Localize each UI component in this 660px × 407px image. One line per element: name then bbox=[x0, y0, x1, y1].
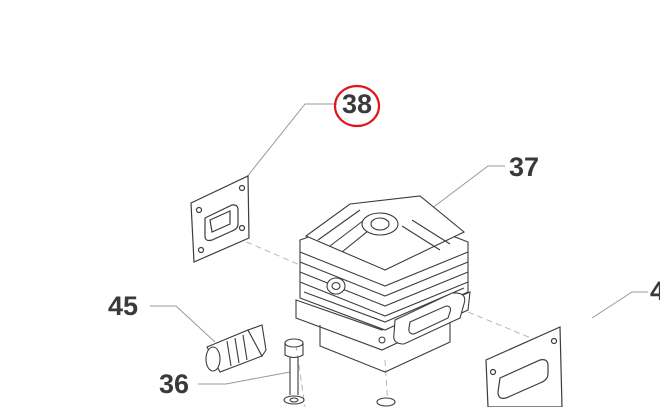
cylinder-37 bbox=[295, 195, 471, 373]
highlight-circle bbox=[333, 84, 381, 128]
callout-38[interactable]: 38 bbox=[342, 89, 373, 119]
bolt-36 bbox=[283, 338, 396, 407]
leader-38 bbox=[245, 103, 337, 179]
fitting-45 bbox=[205, 324, 267, 373]
callout-4x[interactable]: 4 bbox=[650, 276, 660, 306]
leader-lines bbox=[150, 103, 648, 385]
callout-36[interactable]: 36 bbox=[159, 369, 190, 399]
leader-4x bbox=[591, 291, 648, 319]
leader-37 bbox=[426, 165, 505, 213]
callout-45[interactable]: 45 bbox=[108, 291, 139, 321]
leader-45 bbox=[150, 305, 216, 343]
gasket-4x bbox=[485, 326, 563, 407]
gasket-38 bbox=[190, 175, 250, 263]
leader-36 bbox=[198, 371, 291, 385]
callout-37[interactable]: 37 bbox=[509, 152, 540, 182]
